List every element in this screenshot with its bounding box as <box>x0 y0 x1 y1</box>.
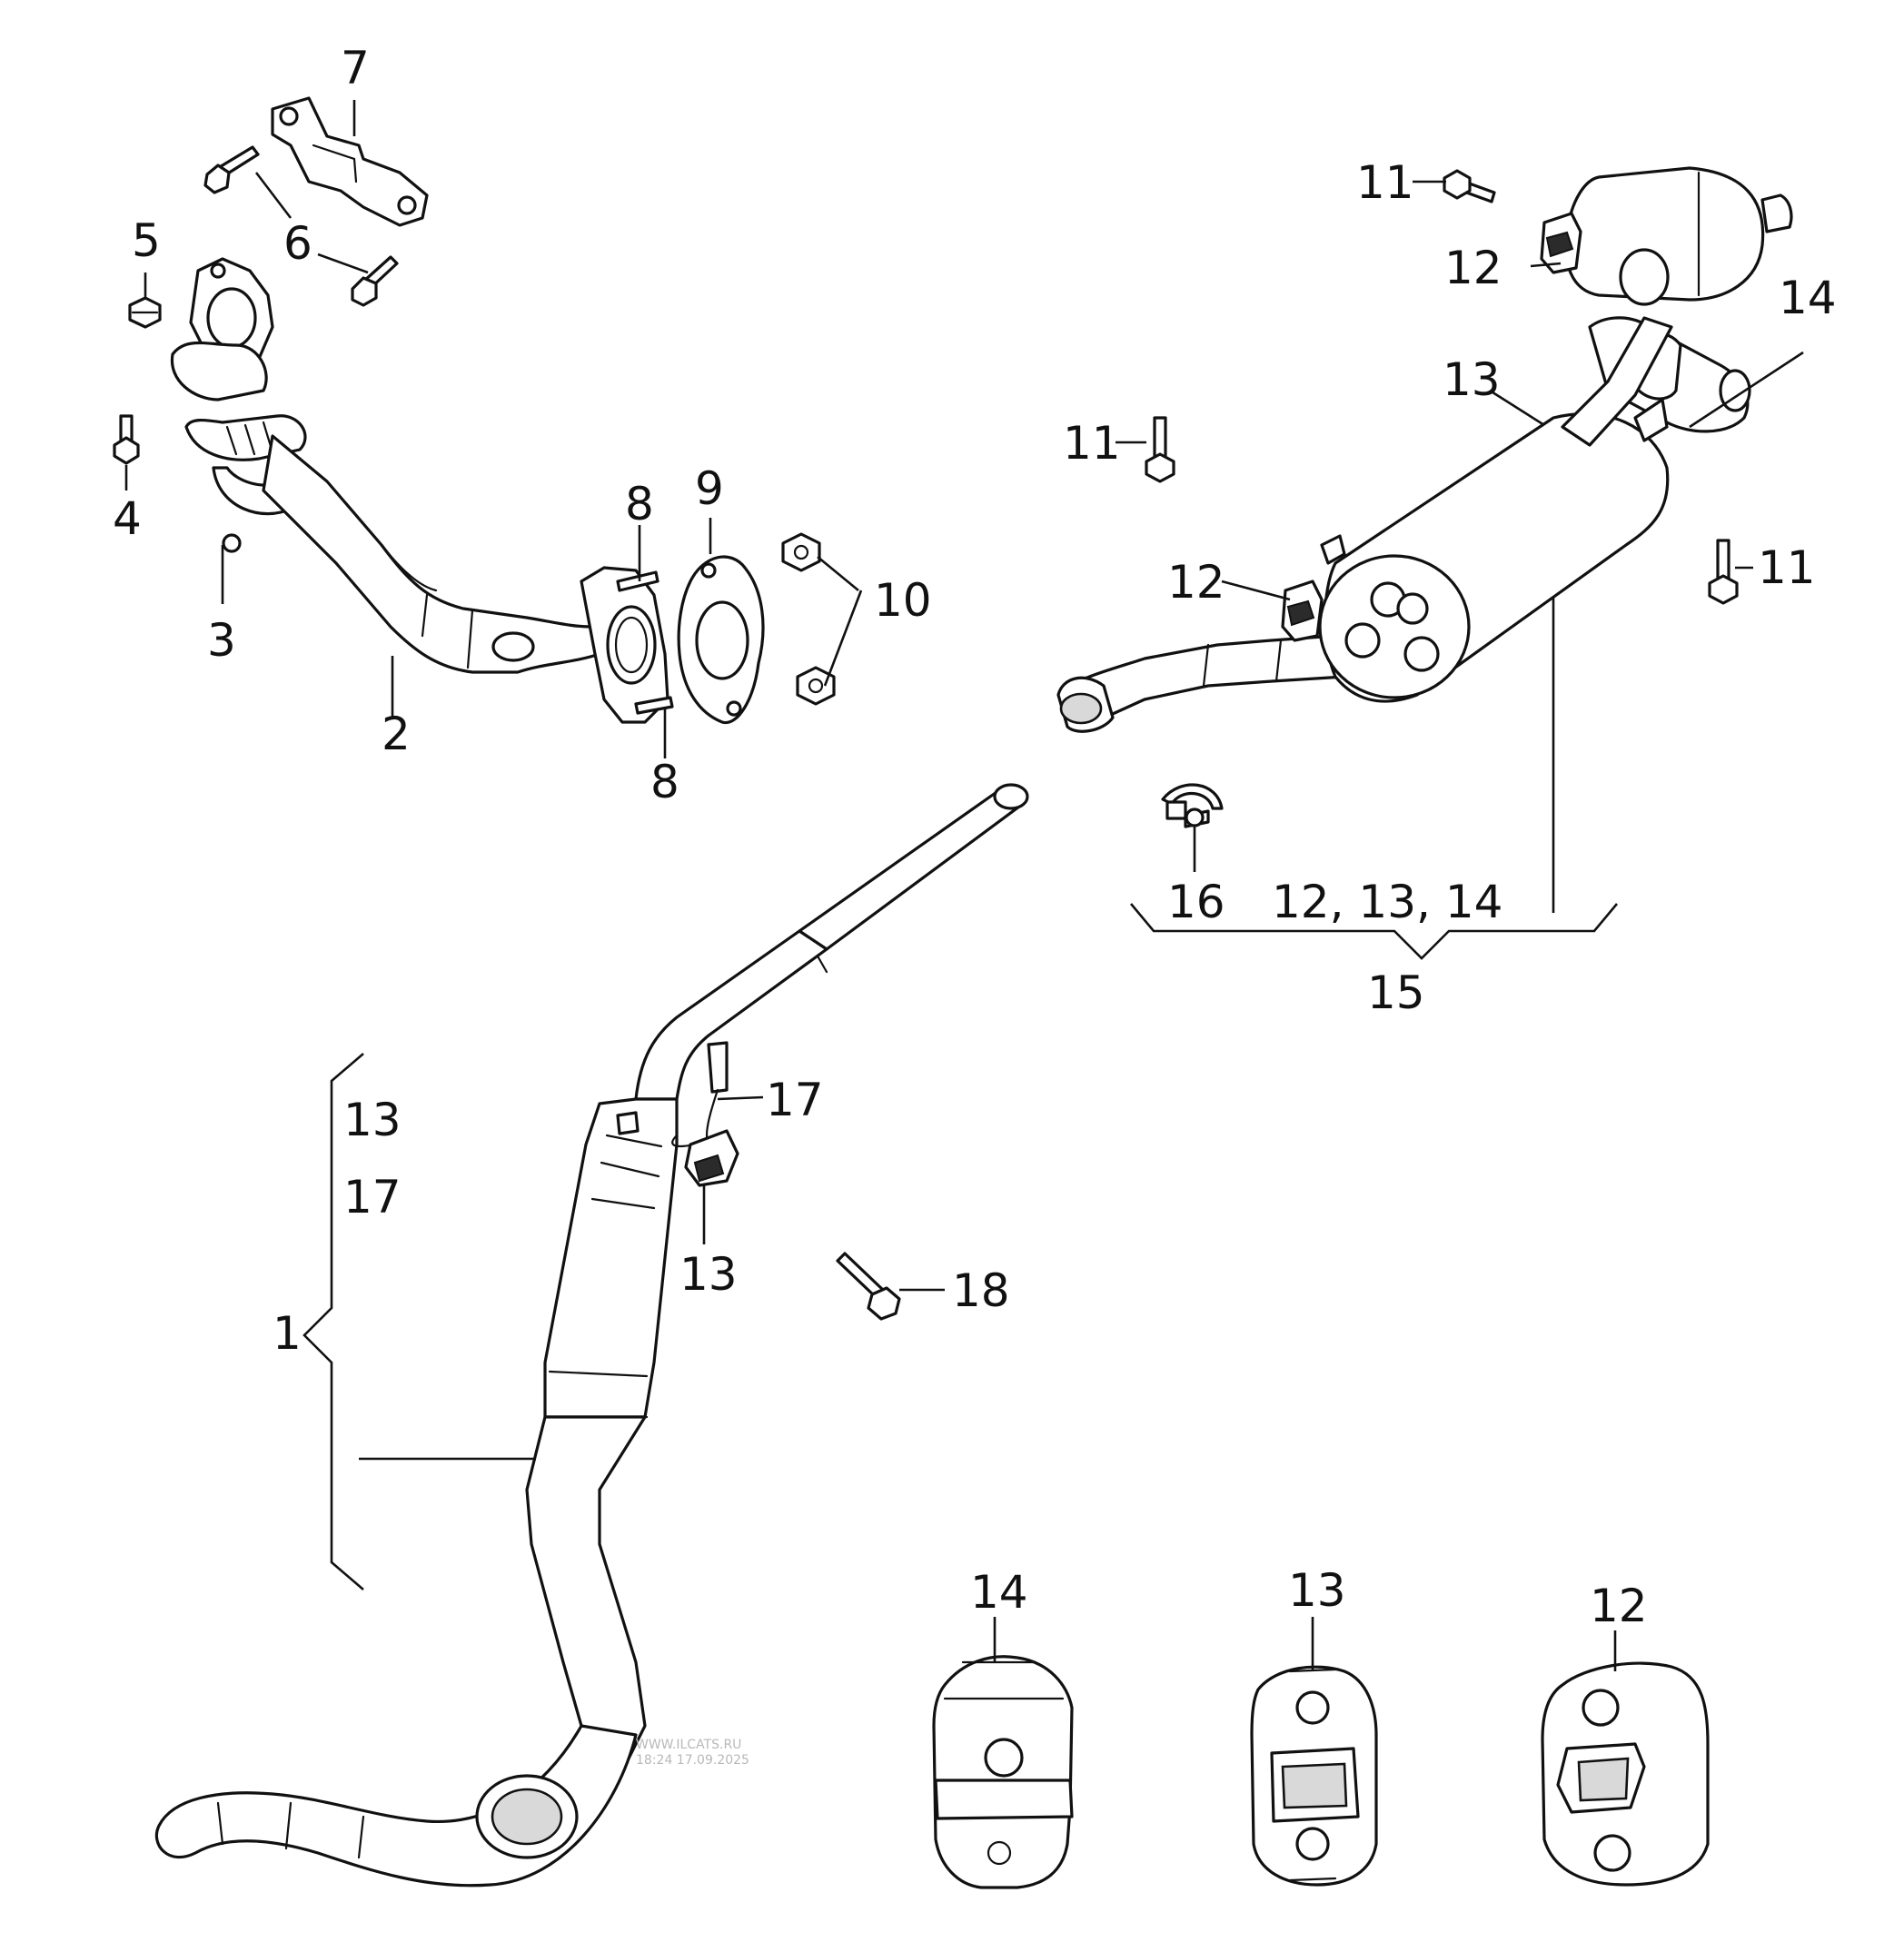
nut-10-upper <box>781 532 821 572</box>
bolt-11-top <box>1443 169 1496 203</box>
callout-1-group-13: 13 <box>343 1094 402 1146</box>
callout-8-upper: 8 <box>625 478 654 530</box>
front-pipe-2 <box>170 257 669 724</box>
watermark-line1: WWW.ILCATS.RU <box>636 1738 741 1752</box>
callout-11-mid: 11 <box>1063 417 1121 470</box>
bolt-18 <box>836 1252 901 1321</box>
clamp-16 <box>1161 783 1224 828</box>
callout-9: 9 <box>695 462 724 515</box>
callout-5: 5 <box>132 214 161 267</box>
gasket-9 <box>677 555 765 725</box>
callout-4: 4 <box>113 492 142 545</box>
callout-10: 10 <box>874 574 932 627</box>
callout-12-top: 12 <box>1444 242 1502 294</box>
nut-10-lower <box>796 666 836 706</box>
stud-8-lower <box>634 696 674 715</box>
watermark: WWW.ILCATS.RU 18:24 17.09.2025 <box>636 1738 749 1768</box>
callout-11-right: 11 <box>1758 541 1816 594</box>
callout-13-pipe: 13 <box>679 1248 738 1301</box>
callout-3: 3 <box>207 614 236 667</box>
callout-14-top: 14 <box>1779 272 1837 324</box>
detail-mount-14 <box>932 1655 1074 1889</box>
bolt-6-lower <box>351 255 399 307</box>
nut-5 <box>128 296 162 329</box>
callout-17: 17 <box>766 1074 824 1126</box>
watermark-line2: 18:24 17.09.2025 <box>636 1753 749 1768</box>
callout-15: 15 <box>1367 966 1425 1019</box>
bolt-11-mid <box>1145 416 1175 483</box>
detail-mount-13 <box>1250 1665 1378 1887</box>
mount-13-pipe <box>684 1129 739 1187</box>
callout-detail-12: 12 <box>1590 1580 1648 1632</box>
callout-16: 16 <box>1167 876 1225 928</box>
bracket-7 <box>271 96 429 227</box>
callout-8-lower: 8 <box>650 756 679 808</box>
stud-8-upper <box>616 570 659 592</box>
stud-4 <box>113 414 140 465</box>
mount-12-muffler <box>1281 580 1324 642</box>
callout-18: 18 <box>952 1264 1010 1317</box>
mount-12-silencer <box>1540 212 1582 274</box>
rear-muffler-15 <box>1056 166 1793 733</box>
callout-1: 1 <box>273 1307 302 1360</box>
leader-lines <box>124 100 1804 1671</box>
callout-6: 6 <box>283 217 312 270</box>
callout-1-group-17: 17 <box>343 1171 402 1224</box>
callout-detail-14: 14 <box>970 1566 1028 1619</box>
callout-7: 7 <box>341 42 370 94</box>
bolt-6-upper <box>203 145 260 194</box>
callout-13-top: 13 <box>1443 353 1501 406</box>
callout-labels: 7 6 5 4 3 2 8 8 9 10 11 12 14 13 11 11 1… <box>113 42 1837 1632</box>
bolt-11-right <box>1708 539 1739 605</box>
callout-2: 2 <box>382 708 411 760</box>
detail-mount-12 <box>1541 1661 1710 1887</box>
callout-12-mid: 12 <box>1167 556 1225 609</box>
callout-15-group: 12, 13, 14 <box>1272 876 1502 928</box>
callout-11-top: 11 <box>1356 156 1414 209</box>
callout-detail-13: 13 <box>1288 1564 1346 1617</box>
intermediate-pipe-1 <box>154 783 1029 1888</box>
